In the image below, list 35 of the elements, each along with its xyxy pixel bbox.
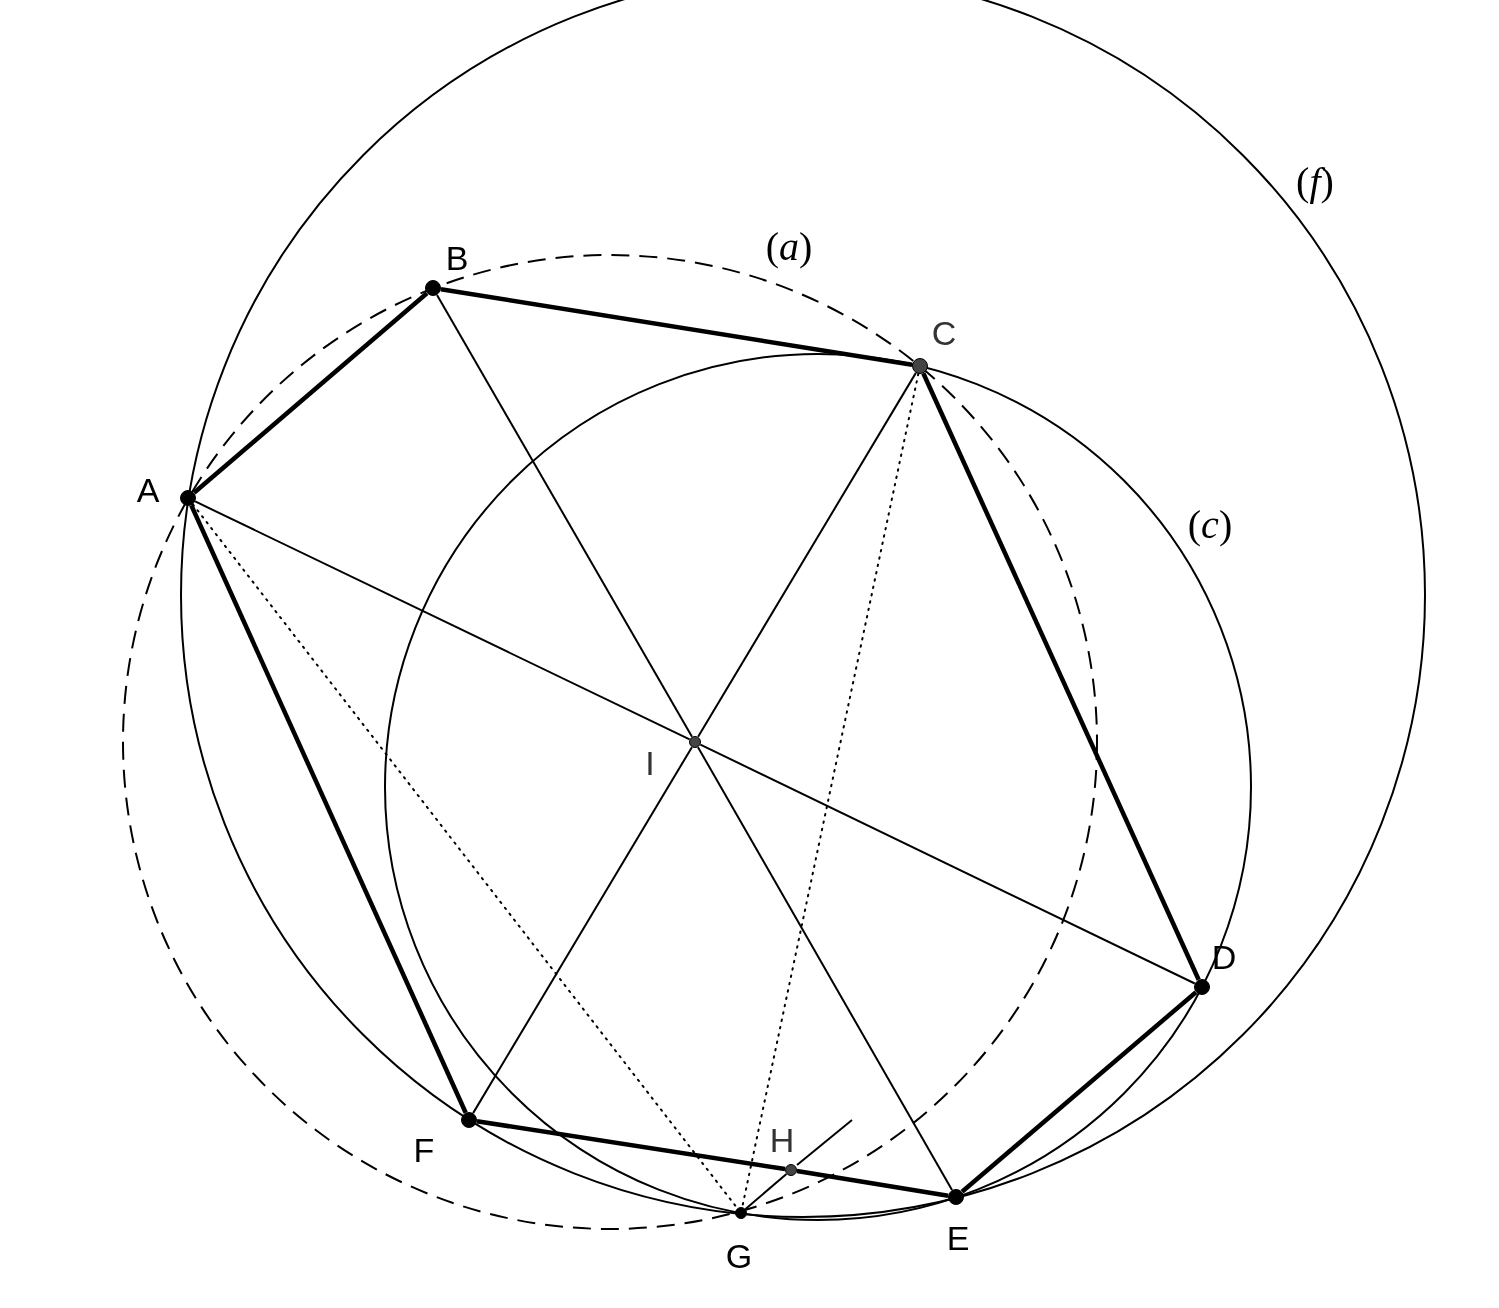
line-segment (697, 746, 953, 1192)
point-dot (948, 1189, 964, 1205)
point-label: H (769, 1123, 795, 1157)
point-dot (1194, 979, 1210, 995)
point-label: B (445, 241, 469, 275)
line-segment (744, 1172, 788, 1211)
point-dot (912, 358, 928, 374)
point-label: E (946, 1221, 970, 1255)
point-label: C (931, 316, 957, 350)
polygon-side (440, 287, 913, 367)
circle-label: (c) (1187, 505, 1233, 545)
line-segment (699, 743, 1196, 985)
point-dot (180, 490, 196, 506)
point-label: G (725, 1239, 753, 1273)
line-segment (472, 746, 693, 1115)
point-dot (425, 280, 441, 296)
point-dot (461, 1112, 477, 1128)
point-label: F (413, 1133, 435, 1167)
circle-label: (a) (765, 227, 813, 267)
polygon-side (921, 372, 1201, 981)
point-dot (689, 736, 701, 748)
line-segment (697, 371, 917, 738)
polygon-side (960, 990, 1198, 1194)
point-label: A (136, 473, 160, 507)
point-dot (785, 1164, 797, 1176)
line-segment (436, 293, 693, 738)
line-segment (194, 500, 691, 741)
circle-label: (f) (1296, 162, 1334, 202)
point-dot (735, 1207, 747, 1219)
polygon-side (189, 504, 468, 1114)
polygon-side (476, 1119, 786, 1172)
polygon-side (796, 1168, 949, 1198)
polygon-side (192, 291, 429, 495)
dotted-line (191, 503, 739, 1210)
point-label: I (645, 746, 655, 780)
